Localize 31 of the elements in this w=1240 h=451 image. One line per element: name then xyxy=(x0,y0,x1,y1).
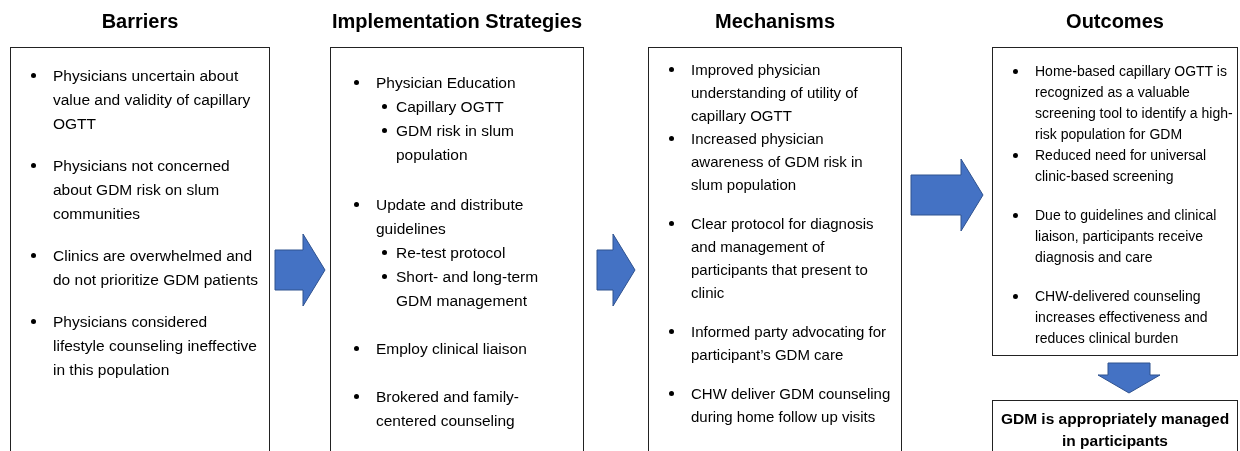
outcome-text: GDM is appropriately managed in participants xyxy=(999,409,1231,451)
sub-bullet-text: Capillary OGTT xyxy=(396,98,504,115)
bullet-text: Clinics are overwhelmed and do not prioritize GDM patients xyxy=(53,247,259,288)
bullet-text: Physicians considered lifestyle counseling ineffective in this population xyxy=(53,313,257,378)
bullet-text: CHW deliver GDM counseling during home follow up visits xyxy=(691,385,891,425)
sub-bullet-text: Short- and long-term GDM management xyxy=(396,268,539,309)
bullet-text: Increased physician awareness of GDM risk in slum population xyxy=(691,130,863,193)
result-box xyxy=(992,400,1238,451)
bullet-text: Physicians not concerned about GDM risk on slum communities xyxy=(53,157,230,222)
column-heading: Implementation Strategies xyxy=(331,10,583,33)
bullet-text: Brokered and family-centered counseling xyxy=(376,388,519,429)
column-heading: Barriers xyxy=(101,10,179,33)
bullet-text: Physician Education xyxy=(376,74,516,91)
block-arrow xyxy=(1097,362,1161,394)
bullet-text: Informed party advocating for participant’s GDM care xyxy=(691,323,887,363)
bullet-text: Clear protocol for diagnosis and management of participants that present to clinic xyxy=(691,215,874,301)
bullet-text: Improved physician understanding of utility of capillary OGTT xyxy=(691,61,858,124)
bullet-text: Employ clinical liaison xyxy=(376,340,527,357)
column-heading: Outcomes xyxy=(1066,10,1164,33)
sub-bullet-text: GDM risk in slum population xyxy=(396,122,514,163)
bullet-text: Due to guidelines and clinical liaison, participants receive diagnosis and care xyxy=(1035,207,1217,265)
block-arrow xyxy=(596,233,636,307)
column-heading: Mechanisms xyxy=(714,10,836,33)
sub-bullet-text: Re-test protocol xyxy=(396,244,506,261)
bullet-text: CHW-delivered counseling increases effectiveness and reduces clinical burden xyxy=(1035,288,1208,346)
block-arrow xyxy=(910,158,984,232)
bullet-text: Physicians uncertain about value and validity of capillary OGTT xyxy=(53,67,251,132)
block-arrow xyxy=(274,233,326,307)
bullet-text: Update and distribute guidelines xyxy=(376,196,524,237)
bullet-text: Home-based capillary OGTT is recognized as a valuable screening tool to identify a high-risk population for GDM xyxy=(1035,63,1233,142)
bullet-text: Reduced need for universal clinic-based screening xyxy=(1035,147,1207,184)
